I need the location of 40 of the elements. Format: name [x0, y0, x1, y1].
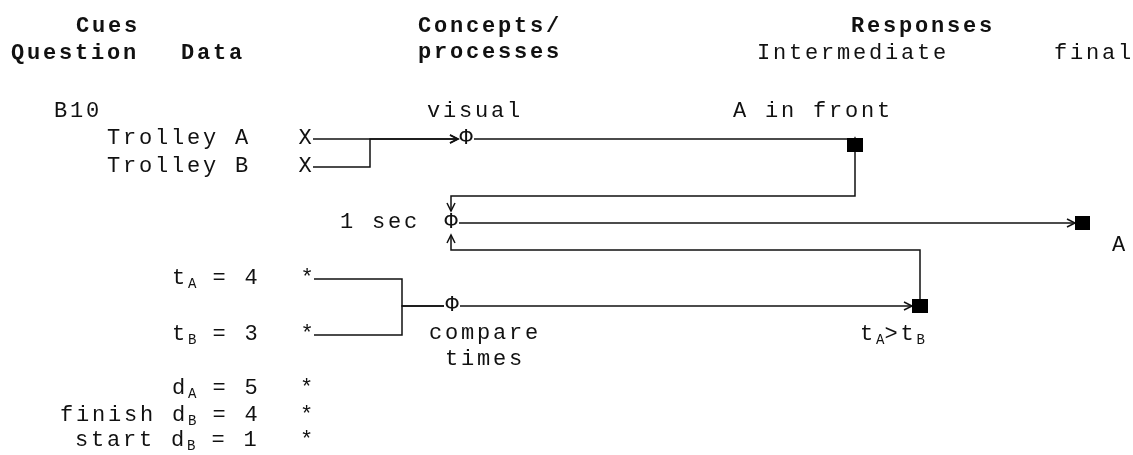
- arrow: [312, 134, 459, 168]
- column-subheading: final: [1054, 41, 1133, 67]
- data-label: finish d$_{B}$ = 4: [60, 403, 261, 429]
- column-heading: Data: [181, 41, 245, 67]
- column-heading: Question: [11, 41, 140, 67]
- symbol-label: Φ: [443, 211, 459, 235]
- response-marker: [847, 138, 863, 152]
- data-label: d$_{A}$ = 5: [172, 376, 261, 402]
- arrow: [459, 301, 913, 311]
- symbol-label: Φ: [444, 294, 460, 318]
- column-heading: Cues: [76, 14, 140, 40]
- arrow: [458, 218, 1076, 228]
- symbol-label: X: [297, 155, 313, 179]
- cue-label: t$_{B}$ = 3: [172, 322, 261, 348]
- process-label: compare times: [428, 321, 542, 373]
- cue-label: t$_{A}$ = 4: [172, 266, 261, 292]
- symbol-label: *: [300, 267, 314, 291]
- symbol-label: Φ: [458, 127, 474, 151]
- connector-line: [313, 305, 445, 336]
- cue-label: Trolley B: [107, 154, 252, 180]
- column-heading: Concepts/ processes: [417, 14, 563, 66]
- column-heading: Responses: [851, 14, 996, 40]
- data-marker: *: [300, 428, 316, 454]
- symbol-label: X: [297, 127, 313, 151]
- cue-label: 1 sec: [340, 210, 420, 236]
- data-marker: *: [300, 376, 316, 402]
- column-subheading: Intermediate: [757, 41, 950, 67]
- symbol-label: *: [300, 323, 314, 347]
- response-label: A in front: [733, 99, 894, 125]
- response-marker: [1075, 216, 1090, 230]
- arrow: [446, 151, 856, 212]
- data-marker: *: [300, 403, 316, 429]
- data-label: start d$_{B}$ = 1: [75, 428, 260, 454]
- arrow: [446, 234, 921, 300]
- response-marker: [912, 299, 928, 313]
- process-label: visual: [427, 99, 523, 125]
- question-label: B10: [54, 99, 102, 125]
- response-label: t$_{A}$>t$_{B}$: [860, 322, 925, 348]
- cue-label: Trolley A: [107, 126, 252, 152]
- response-label: A: [1112, 233, 1128, 259]
